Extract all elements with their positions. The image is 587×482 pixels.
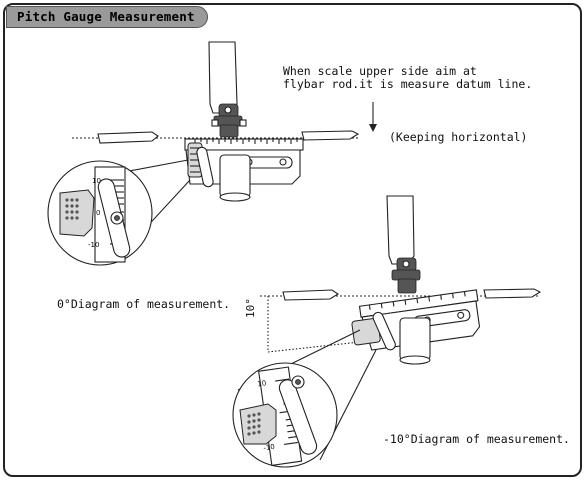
flybar-paddle-left bbox=[282, 289, 340, 301]
diagram-neg10-degree: 10 0 -10 bbox=[232, 195, 542, 468]
rotor-blade bbox=[386, 195, 415, 265]
panel-title: Pitch Gauge Measurement bbox=[6, 6, 208, 28]
tick-label: 10 bbox=[257, 379, 267, 388]
magnified-gauge-neg10: 10 0 -10 bbox=[232, 362, 338, 468]
flybar-paddle-left bbox=[97, 131, 159, 144]
rotor-head bbox=[391, 257, 421, 294]
datum-instruction-line-1: When scale upper side aim at bbox=[283, 64, 477, 78]
diagram-zero-degree: 10 0 -10 bbox=[47, 41, 377, 266]
tick-label: -10 bbox=[88, 241, 99, 249]
tick-label: 10 bbox=[92, 177, 101, 185]
flybar-paddle-right bbox=[301, 130, 360, 141]
arrow-down-icon bbox=[369, 124, 377, 132]
keeping-horizontal-label: (Keeping horizontal) bbox=[389, 130, 528, 144]
blade-grip-base bbox=[399, 355, 431, 365]
caption-zero-degree: 0°Diagram of measurement. bbox=[57, 297, 231, 311]
flybar-paddle-right bbox=[483, 288, 542, 299]
rotor-blade bbox=[208, 41, 238, 114]
datum-instruction-line-2: flybar rod.it is measure datum line. bbox=[283, 77, 533, 91]
angle-label: 10° bbox=[244, 298, 257, 318]
tick-label: -10 bbox=[263, 443, 275, 453]
magnified-gauge-zero: 10 0 -10 bbox=[47, 160, 153, 266]
tick-label: 0 bbox=[96, 209, 100, 217]
blade-grip bbox=[399, 317, 431, 361]
rotor-head bbox=[211, 103, 247, 138]
pitch-gauge-zero bbox=[184, 138, 304, 202]
caption-neg10-degree: -10°Diagram of measurement. bbox=[383, 432, 570, 446]
